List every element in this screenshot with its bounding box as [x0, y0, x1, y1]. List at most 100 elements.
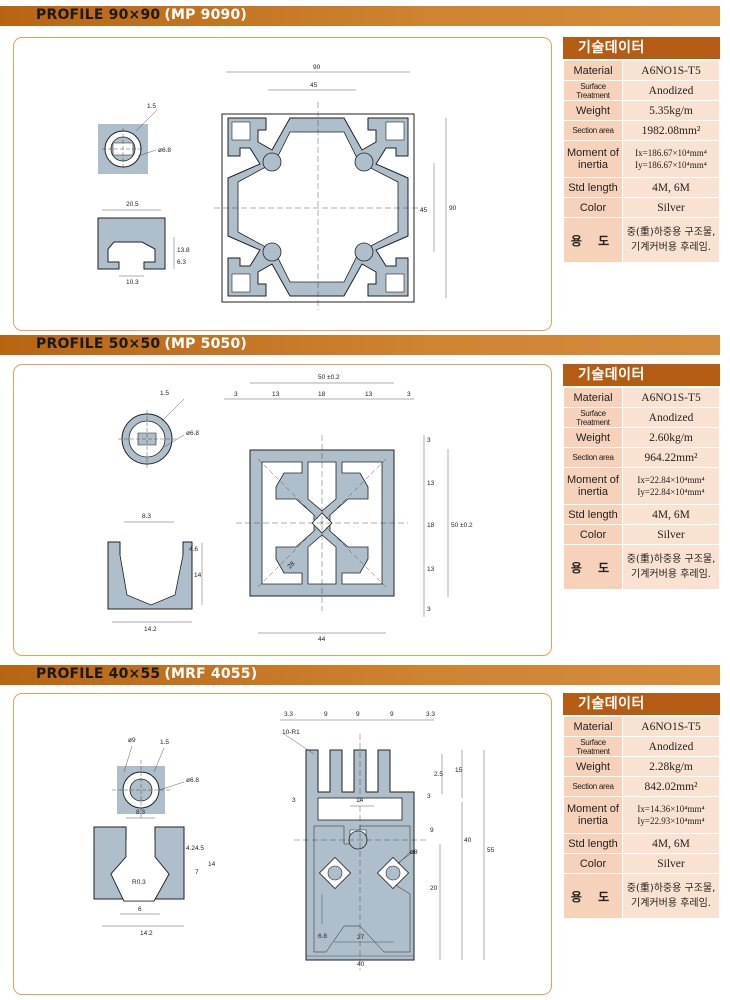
spec-value-surface: Anodized: [622, 407, 720, 428]
spec-value-inertia: Ix=22.84×10⁴mm⁴ Iy=22.84×10⁴mm⁴: [622, 467, 720, 505]
dim-slot-width: 8.3: [142, 513, 151, 520]
spec-label-color: Color: [563, 853, 623, 874]
profile-4055-drawing: ø9 1.5 ø6.8 8.3 6 14.2 R0.3 4.2 4.5 7 14: [93, 711, 495, 970]
spec-value-surface: Anodized: [622, 80, 720, 101]
spec-label-area: Section area: [563, 120, 623, 141]
spec-label-area: Section area: [563, 776, 623, 797]
profile-title: PROFILE 90×90(MP 9090): [36, 7, 248, 23]
dim-v-18: 18: [427, 522, 435, 529]
spec-value-area: 842.02mm²: [622, 776, 720, 797]
dim-3-right: 3: [427, 793, 431, 800]
dim-slot-a: 4.2: [186, 845, 195, 852]
dim-bottom: 44: [318, 636, 326, 643]
dim-width-total: 50 ±0.2: [318, 374, 340, 381]
dim-bore: ø6.8: [186, 430, 199, 437]
dim-3-right: 3: [407, 391, 411, 398]
spec-value-color: Silver: [622, 197, 720, 218]
spec-value-inertia: Ix=14.36×10⁴mm⁴ Iy=22.93×10⁴mm⁴: [622, 796, 720, 834]
dim-v-13-bottom: 13: [427, 566, 435, 573]
dim-13-right: 13: [365, 391, 373, 398]
section-header-bar: PROFILE 40×55(MRF 4055): [0, 665, 720, 685]
drawing-panel: 1.5 ø6.8 8.3 14.2 14 4.6: [13, 364, 552, 656]
dim-slot-bottom: 14.2: [144, 626, 157, 633]
dim-9c: 9: [390, 711, 394, 718]
spec-label-length: Std length: [563, 504, 623, 525]
dim-55: 55: [487, 847, 495, 854]
slot-detail: [97, 217, 166, 270]
dim-slot-lip: 6.3: [177, 259, 186, 266]
spec-label-use: 용 도: [563, 544, 623, 590]
dim-v-3-top: 3: [427, 437, 431, 444]
spec-value-length: 4M, 6M: [622, 177, 720, 198]
spec-value-use: 중(重)하중용 구조물, 기계커버용 후레임.: [622, 873, 720, 919]
spec-label-weight: Weight: [563, 756, 623, 777]
dim-angle: 1.5: [147, 103, 156, 110]
dim-9b: 9: [356, 711, 360, 718]
spec-header: 기술데이터: [563, 364, 720, 386]
dim-slot-width: 8.3: [136, 809, 145, 816]
spec-value-material: A6NO1S-T5: [622, 716, 720, 737]
dim-v-13-top: 13: [427, 480, 435, 487]
dim-33-left: 3.3: [284, 711, 293, 718]
dim-width-half: 45: [310, 82, 318, 89]
dim-13-left: 13: [272, 391, 280, 398]
dim-pin: ø9: [128, 737, 136, 744]
dim-3-left: 3: [292, 797, 296, 804]
spec-label-color: Color: [563, 524, 623, 545]
dim-14: 14: [356, 797, 364, 804]
dim-9a: 9: [324, 711, 328, 718]
spec-value-color: Silver: [622, 524, 720, 545]
spec-value-weight: 2.60kg/m: [622, 427, 720, 448]
dim-bottom: 40: [357, 961, 365, 968]
section-header-bar: PROFILE 90×90(MP 9090): [0, 6, 720, 26]
spec-header: 기술데이터: [563, 693, 720, 715]
spec-value-inertia: Ix=186.67×10⁴mm⁴ Iy=186.67×10⁴mm⁴: [622, 140, 720, 178]
spec-value-length: 4M, 6M: [622, 833, 720, 854]
dim-40-v: 40: [464, 837, 472, 844]
spec-value-material: A6NO1S-T5: [622, 387, 720, 408]
dim-27: 27: [357, 934, 365, 941]
spec-label-length: Std length: [563, 177, 623, 198]
dim-width-total: 90: [313, 64, 321, 71]
spec-label-length: Std length: [563, 833, 623, 854]
section-header-bar: PROFILE 50×50(MP 5050): [0, 335, 720, 355]
drawing-panel: 1.5 ø6.8 20.5 10.3 13.8 6.3: [13, 37, 552, 331]
dim-slot-depth: 14: [194, 572, 202, 579]
dim-33-right: 3.3: [426, 711, 435, 718]
spec-label-inertia: Moment of inertia: [563, 140, 623, 178]
section-profile-4055: PROFILE 40×55(MRF 4055) ø9 1.5 ø6.8 8.3 …: [0, 665, 730, 1000]
profile-5050-section: [236, 435, 408, 611]
dim-bore: ø6.8: [158, 147, 171, 154]
dim-25: 2.5: [434, 771, 443, 778]
section-profile-5050: PROFILE 50×50(MP 5050) 1.5 ø6.8 8.3 14.2…: [0, 335, 730, 665]
dim-bore: ø6.8: [186, 777, 199, 784]
spec-label-weight: Weight: [563, 427, 623, 448]
dim-slot-bottom: 14.2: [140, 930, 153, 937]
profile-title: PROFILE 40×55(MRF 4055): [36, 666, 258, 682]
dim-bore8: ø8: [410, 849, 418, 856]
spec-label-weight: Weight: [563, 100, 623, 121]
profile-9090-drawing: 1.5 ø6.8 20.5 10.3 13.8 6.3: [97, 64, 457, 310]
section-profile-9090: PROFILE 90×90(MP 9090) 1.5 ø6.8 20.5 10.…: [0, 0, 730, 335]
dim-height-total: 50 ±0.2: [451, 522, 473, 529]
dim-diag: 28: [286, 560, 296, 570]
dim-slot-c: 7: [195, 869, 199, 876]
profile-5050-drawing: 1.5 ø6.8 8.3 14.2 14 4.6: [107, 374, 473, 643]
profile-title: PROFILE 50×50(MP 5050): [36, 336, 248, 352]
spec-value-weight: 2.28kg/m: [622, 756, 720, 777]
dim-slot-open: 10.3: [126, 279, 139, 286]
dim-68: 6.8: [318, 933, 327, 940]
dim-slot-depth: 13.8: [177, 247, 190, 254]
spec-value-surface: Anodized: [622, 736, 720, 757]
spec-label-inertia: Moment of inertia: [563, 467, 623, 505]
spec-label-use: 용 도: [563, 217, 623, 263]
dim-slot-b: 4.5: [195, 845, 204, 852]
dim-slot-width: 20.5: [126, 201, 139, 208]
profile-4055-section: [294, 734, 426, 970]
